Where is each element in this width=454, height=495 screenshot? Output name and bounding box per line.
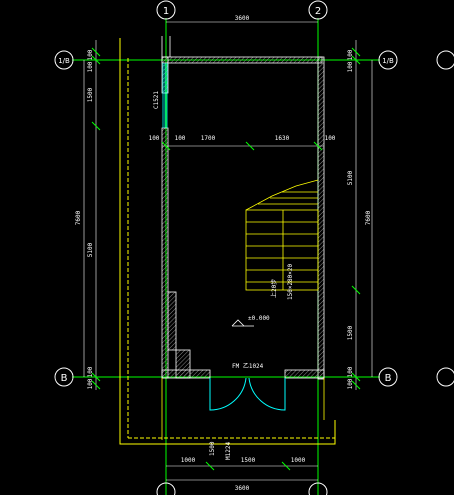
dim-right-upper: 5100 <box>347 170 354 185</box>
dim-mid-wall-3: 100 <box>325 135 336 142</box>
stair-note-2: 150×280×20 <box>287 263 294 300</box>
level-label: ±0.000 <box>248 315 270 322</box>
dim-right-lower: 1500 <box>347 325 354 340</box>
stair-note: 上20步 <box>270 279 278 298</box>
site-outline <box>119 38 336 445</box>
axis-bubble-bottom-left: B <box>54 367 74 387</box>
axis-bubble-bottom-far <box>436 367 454 387</box>
dim-right-edge-2: 100 <box>347 61 354 72</box>
axis-bubble-top-right: 1/B <box>378 50 398 70</box>
dim-left-lower: 5100 <box>87 242 94 257</box>
dim-bottom-left: 1000 <box>181 457 196 464</box>
door-tag: FM 乙1024 <box>232 363 264 370</box>
door-sub-label: M1224 <box>225 442 232 460</box>
dim-mid-span-2: 1630 <box>275 135 290 142</box>
tread-note: 1500 <box>209 441 216 456</box>
dim-window-label: C1521 <box>153 91 160 109</box>
dim-mid-wall-2: 100 <box>175 135 186 142</box>
axis-label-top-right: 1/B <box>382 57 394 65</box>
axis-bubble-1: 1 <box>156 0 176 20</box>
axis-bubble-2: 2 <box>308 0 328 20</box>
dim-door-width: 1500 <box>241 457 256 464</box>
axis-label-bottom-right: B <box>385 373 392 384</box>
dim-right-edge-4: 100 <box>347 378 354 389</box>
dimension-texts: 3600 3600 7600 1500 5100 100 100 100 100… <box>75 15 372 492</box>
dim-right-total: 7600 <box>365 210 372 225</box>
axis-label-2: 2 <box>315 6 321 17</box>
axis-bubble-top-far <box>436 50 454 70</box>
dim-left-edge-3: 100 <box>87 366 94 377</box>
axis-label-1: 1 <box>163 6 169 17</box>
dim-left-edge-2: 100 <box>87 61 94 72</box>
dim-left-edge-4: 100 <box>87 378 94 389</box>
axis-bubble-2-bottom <box>308 482 328 495</box>
axis-bubble-1-bottom <box>156 482 176 495</box>
window <box>162 63 168 128</box>
dim-right-edge-1: 100 <box>347 49 354 60</box>
dim-left-upper: 1500 <box>87 87 94 102</box>
dim-mid-wall-1: 100 <box>149 135 160 142</box>
axis-bubble-top-left: 1/B <box>54 50 74 70</box>
dim-top-overall: 3600 <box>235 15 250 22</box>
dim-right-edge-3: 100 <box>347 366 354 377</box>
dim-mid-span-1: 1700 <box>201 135 216 142</box>
level-mark <box>231 319 254 327</box>
dimension-ticks <box>91 47 361 471</box>
stair <box>245 179 319 291</box>
dim-bottom-overall: 3600 <box>235 485 250 492</box>
door <box>209 377 286 411</box>
dimension-lines <box>83 21 373 481</box>
walls <box>161 36 325 440</box>
axis-bubble-bottom-right: B <box>378 367 398 387</box>
dim-left-total: 7600 <box>75 210 82 225</box>
dim-left-edge-1: 100 <box>87 49 94 60</box>
annotations: ±0.000 FM 乙1024 上20步 150×280×20 1500 M12… <box>209 263 294 460</box>
axis-label-bottom-left: B <box>61 373 68 384</box>
dim-bottom-right: 1000 <box>291 457 306 464</box>
axis-label-top-left: 1/B <box>58 57 70 65</box>
axis-lines <box>72 18 380 495</box>
